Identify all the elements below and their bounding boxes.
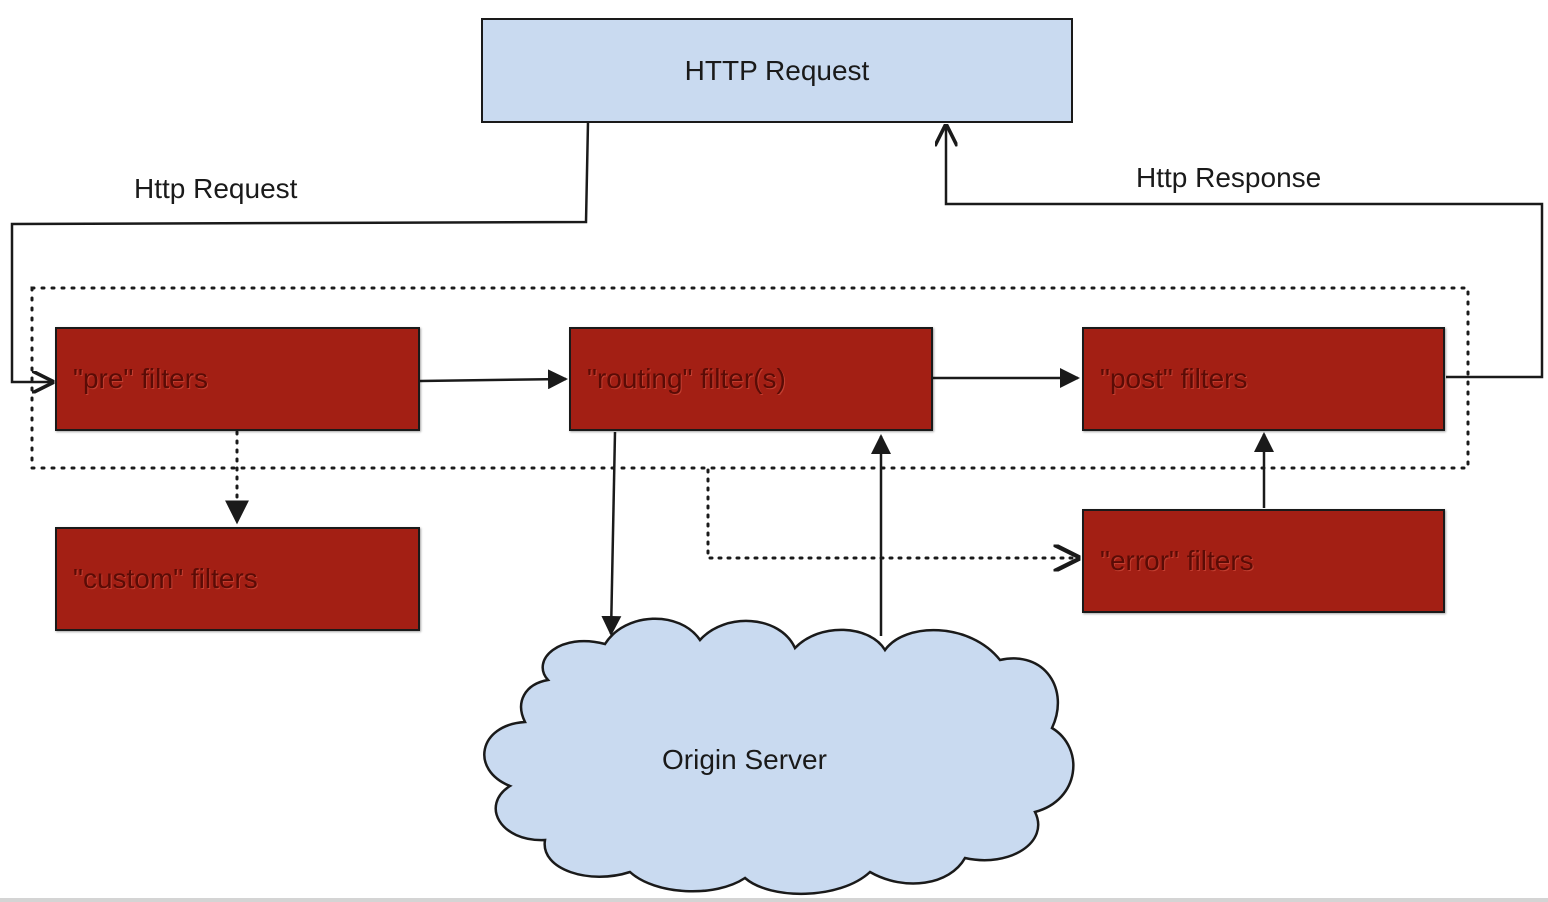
http-request-box: HTTP Request — [481, 18, 1073, 123]
http-request-box-label: HTTP Request — [684, 54, 870, 86]
error-filters-box: "error" filters — [1082, 509, 1445, 613]
error-filters-label: "error" filters — [1100, 545, 1254, 576]
bottom-divider — [0, 898, 1548, 902]
routing-to-origin-arrow — [601, 431, 622, 636]
chain-to-error-arrow — [706, 468, 1078, 558]
origin-server-label: Origin Server — [662, 744, 827, 775]
post-filters-box: "post" filters — [1082, 327, 1445, 431]
pre-filters-box: "pre" filters — [55, 327, 420, 431]
custom-filters-label: "custom" filters — [73, 563, 258, 594]
post-filters-label: "post" filters — [1100, 363, 1248, 394]
response-connector — [946, 126, 1544, 379]
origin-server-cloud — [483, 617, 1075, 896]
custom-filters-box: "custom" filters — [55, 527, 420, 631]
http-response-edge-label: Http Response — [1136, 162, 1322, 193]
http-request-edge-label: Http Request — [134, 173, 298, 204]
routing-filters-label: "routing" filter(s) — [587, 363, 786, 394]
pre-filters-label: "pre" filters — [73, 363, 209, 394]
request-connector — [10, 121, 590, 382]
pre-to-routing-arrow — [419, 369, 568, 390]
routing-filters-box: "routing" filter(s) — [569, 327, 933, 431]
